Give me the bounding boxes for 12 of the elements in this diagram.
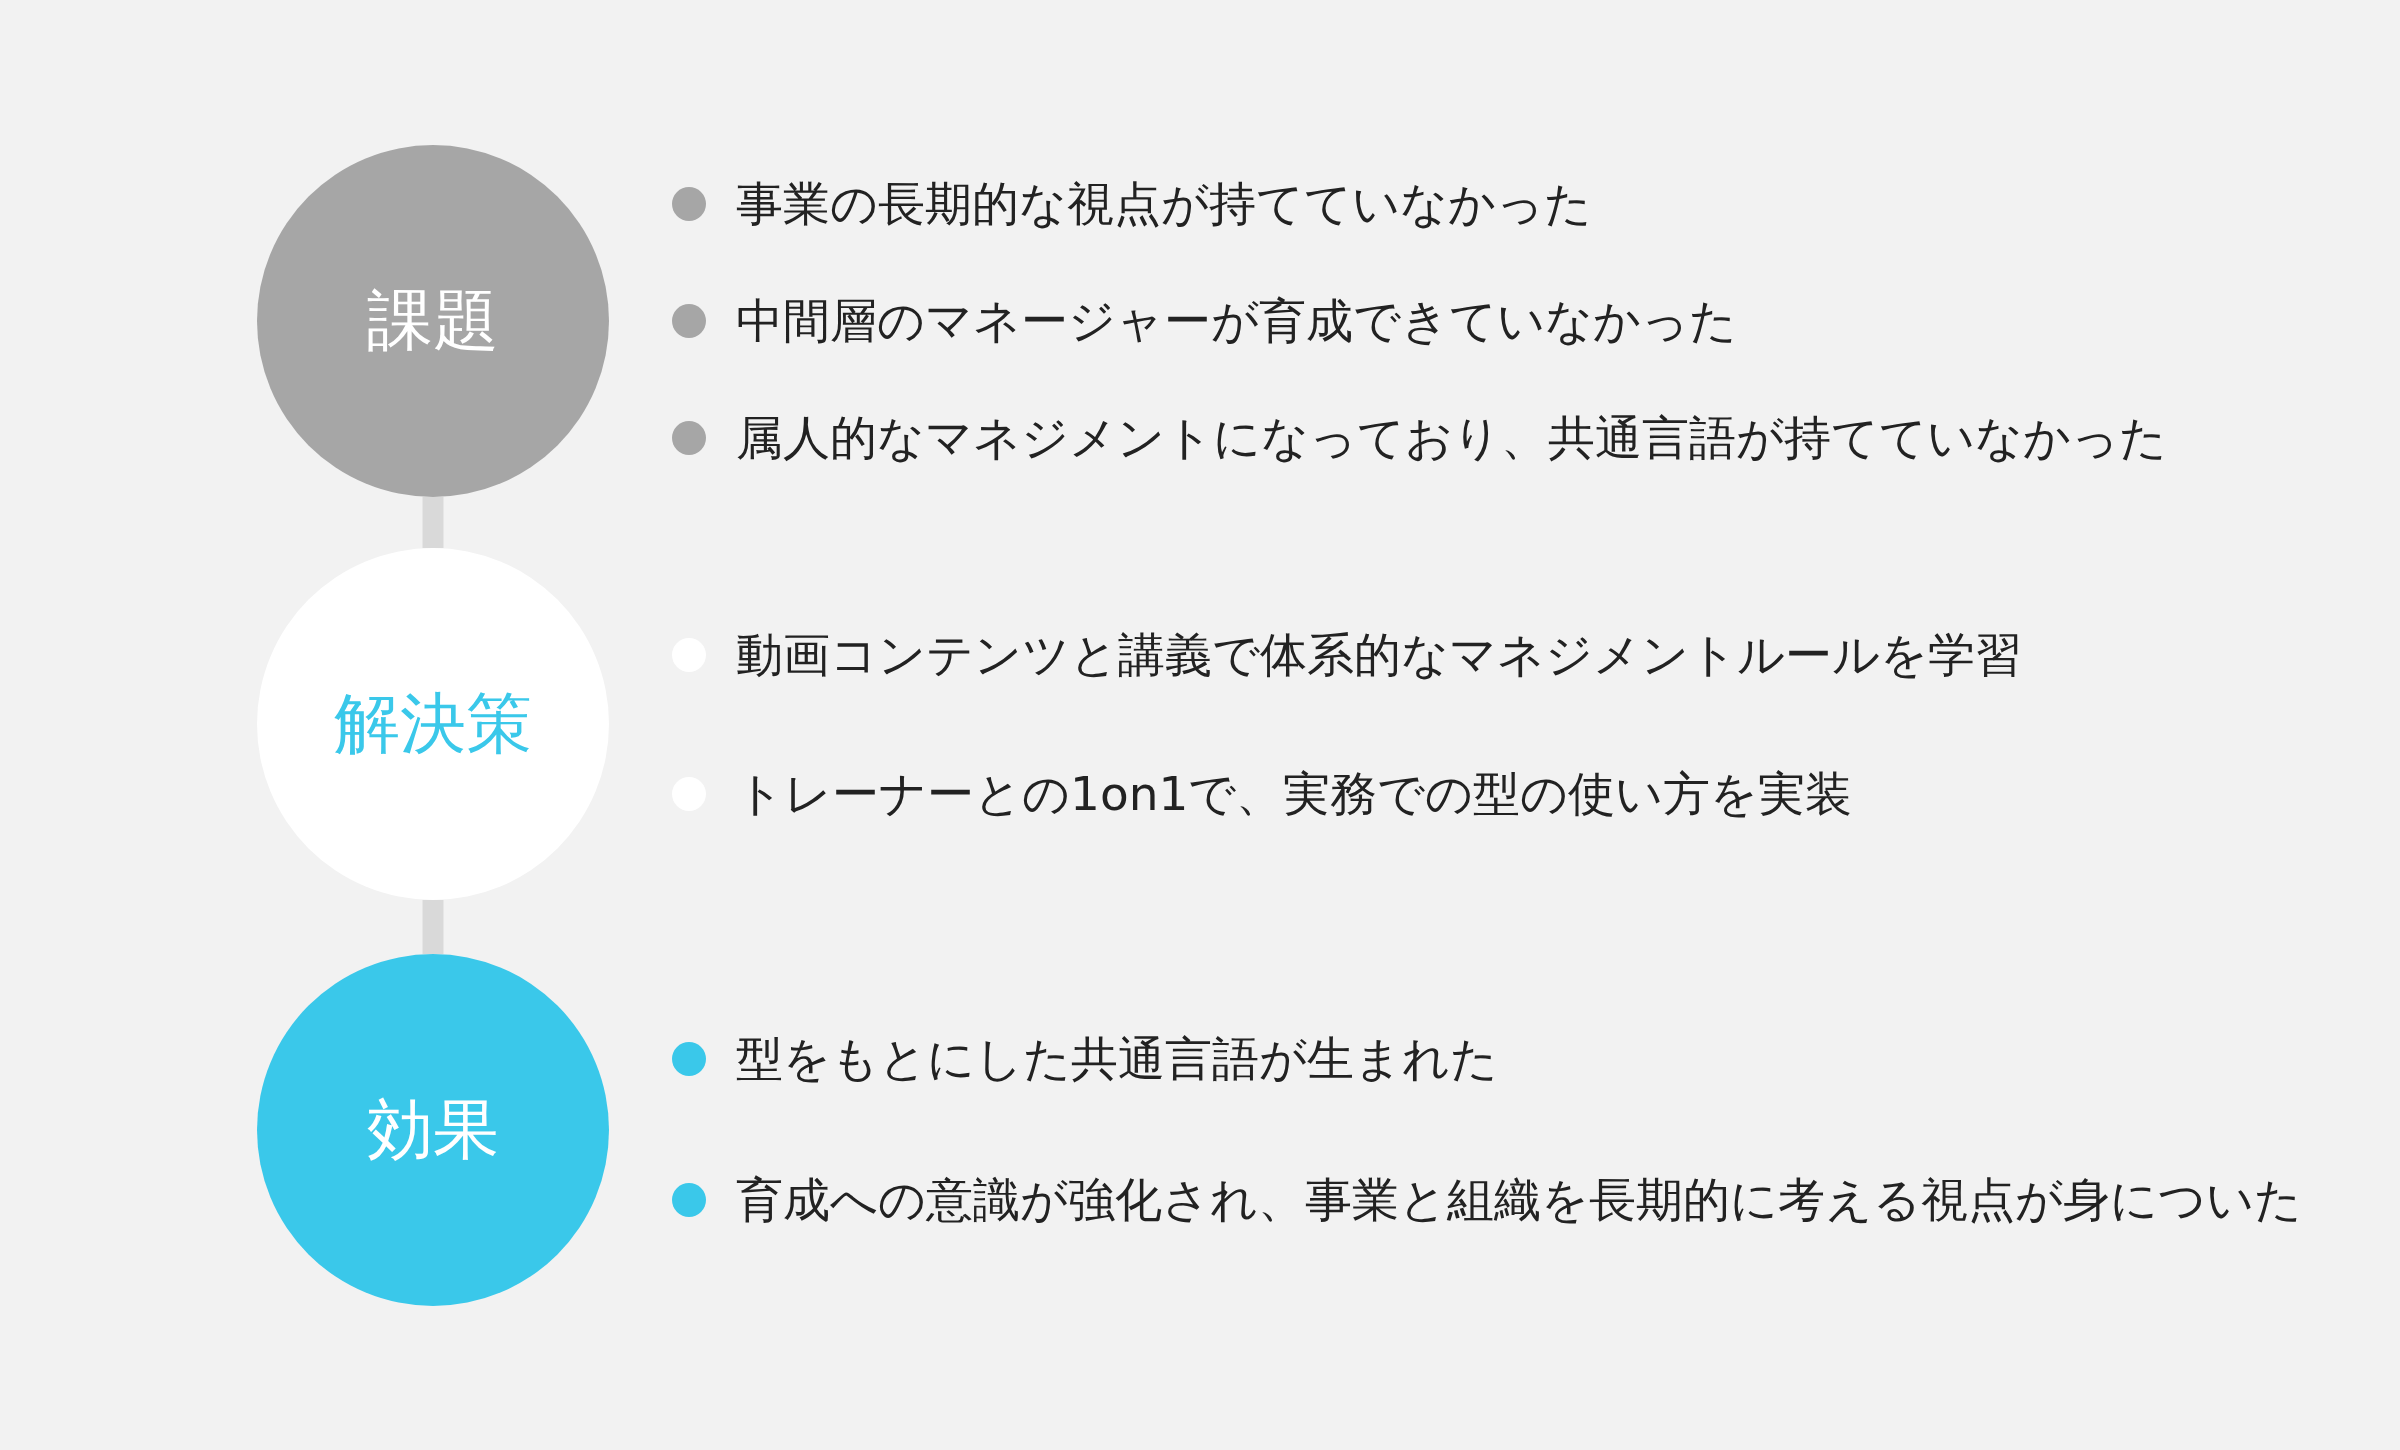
circle-label: 課題 <box>367 288 499 354</box>
circle-label: 効果 <box>367 1097 499 1163</box>
bullet-text: 属人的なマネジメントになっており、共通言語が持てていなかった <box>736 409 2167 467</box>
bullet-text: 育成への意識が強化され、事業と組織を長期的に考える視点が身についた <box>736 1171 2302 1229</box>
connector-line <box>422 900 444 954</box>
connector-line <box>422 497 444 548</box>
bullet-text: 中間層のマネージャーが育成できていなかった <box>736 292 1737 350</box>
bullet-text: 型をもとにした共通言語が生まれた <box>736 1030 1498 1088</box>
bullet-text: 動画コンテンツと講義で体系的なマネジメントルールを学習 <box>736 626 2022 684</box>
bullet-text: 事業の長期的な視点が持てていなかった <box>736 175 1592 233</box>
circle-label: 解決策 <box>334 691 532 757</box>
bullet-text: トレーナーとの1on1で、実務での型の使い方を実装 <box>736 765 1853 823</box>
